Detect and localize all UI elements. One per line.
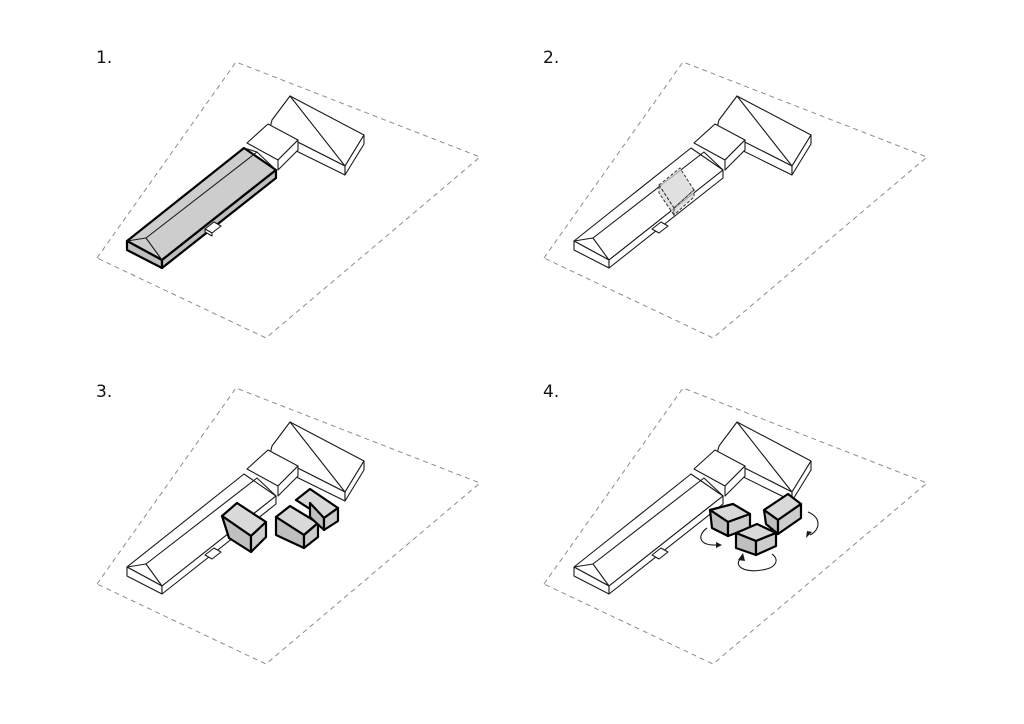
demolished-section <box>658 167 695 217</box>
rotation-arrows <box>700 511 819 572</box>
panel-1: 1. <box>96 48 481 339</box>
panel-2: 2. <box>543 48 928 339</box>
panel-3: 3. <box>96 382 481 665</box>
step-label-4: 4. <box>543 382 559 402</box>
step-label-3: 3. <box>96 382 112 402</box>
long-wing-highlighted <box>125 146 278 270</box>
long-wing <box>573 473 724 595</box>
connector-wing <box>693 123 746 171</box>
rotation-arrow-icon <box>807 511 819 536</box>
small-porch <box>204 547 222 560</box>
long-wing <box>573 147 724 269</box>
rotation-arrow-icon <box>700 527 717 546</box>
step-label-2: 2. <box>543 48 559 68</box>
small-porch <box>651 547 669 560</box>
connector-wing <box>693 449 746 497</box>
step-label-1: 1. <box>96 48 112 68</box>
small-porch <box>651 221 669 234</box>
connector-wing <box>246 123 299 171</box>
rotated-volume-a <box>708 502 752 538</box>
panel-4: 4. <box>543 382 928 665</box>
rotation-arrow-icon <box>737 553 777 572</box>
connector-wing <box>246 449 299 497</box>
rotated-volume-c <box>762 492 803 536</box>
new-volume-c <box>294 487 340 532</box>
new-volume-a <box>220 501 268 554</box>
